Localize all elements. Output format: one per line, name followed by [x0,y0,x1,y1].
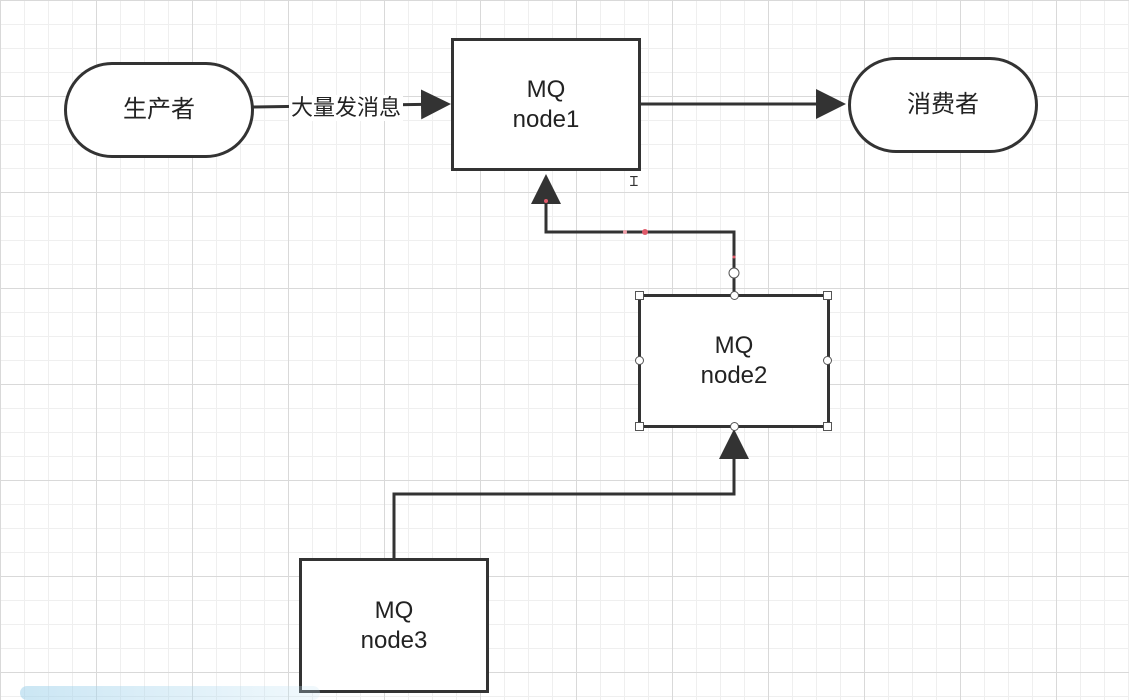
mq-node2-title: MQ [714,332,754,359]
edge-waypoint-dot[interactable] [544,199,548,203]
edge-midpoint-handle[interactable] [728,267,740,279]
resize-handle-bottom-left[interactable] [635,422,644,431]
connection-point-right[interactable] [823,356,832,365]
mq-node2[interactable]: MQ node2 [638,294,830,428]
connection-point-left[interactable] [635,356,644,365]
consumer-node[interactable]: 消费者 [848,57,1038,153]
edge-waypoint-dot[interactable] [642,229,648,235]
mq-node2-name: node2 [700,362,768,389]
mq-node3[interactable]: MQ node3 [299,558,489,693]
text-cursor-icon: Ɪ [630,174,638,190]
edge-node3-to-node2[interactable] [392,429,749,560]
edge-waypoint-dot[interactable] [732,255,736,259]
edge-label-producer-to-node1[interactable]: 大量发消息 [289,95,404,121]
mq-node1[interactable]: MQ node1 [451,38,641,171]
connection-point-bottom[interactable] [730,422,739,431]
mq-node3-title: MQ [374,596,414,624]
resize-handle-top-left[interactable] [635,291,644,300]
resize-handle-bottom-right[interactable] [823,422,832,431]
producer-node[interactable]: 生产者 [64,62,254,158]
mq-node1-title: MQ [526,75,566,103]
decorative-glow [20,686,320,700]
edge-node2-to-node1[interactable] [531,174,736,296]
mq-node1-name: node1 [512,105,580,133]
connection-point-top[interactable] [730,291,739,300]
producer-label: 生产者 [123,96,195,123]
resize-handle-top-right[interactable] [823,291,832,300]
edge-waypoint-dot[interactable] [623,230,627,234]
mq-node3-name: node3 [360,626,428,654]
consumer-label: 消费者 [907,91,979,118]
